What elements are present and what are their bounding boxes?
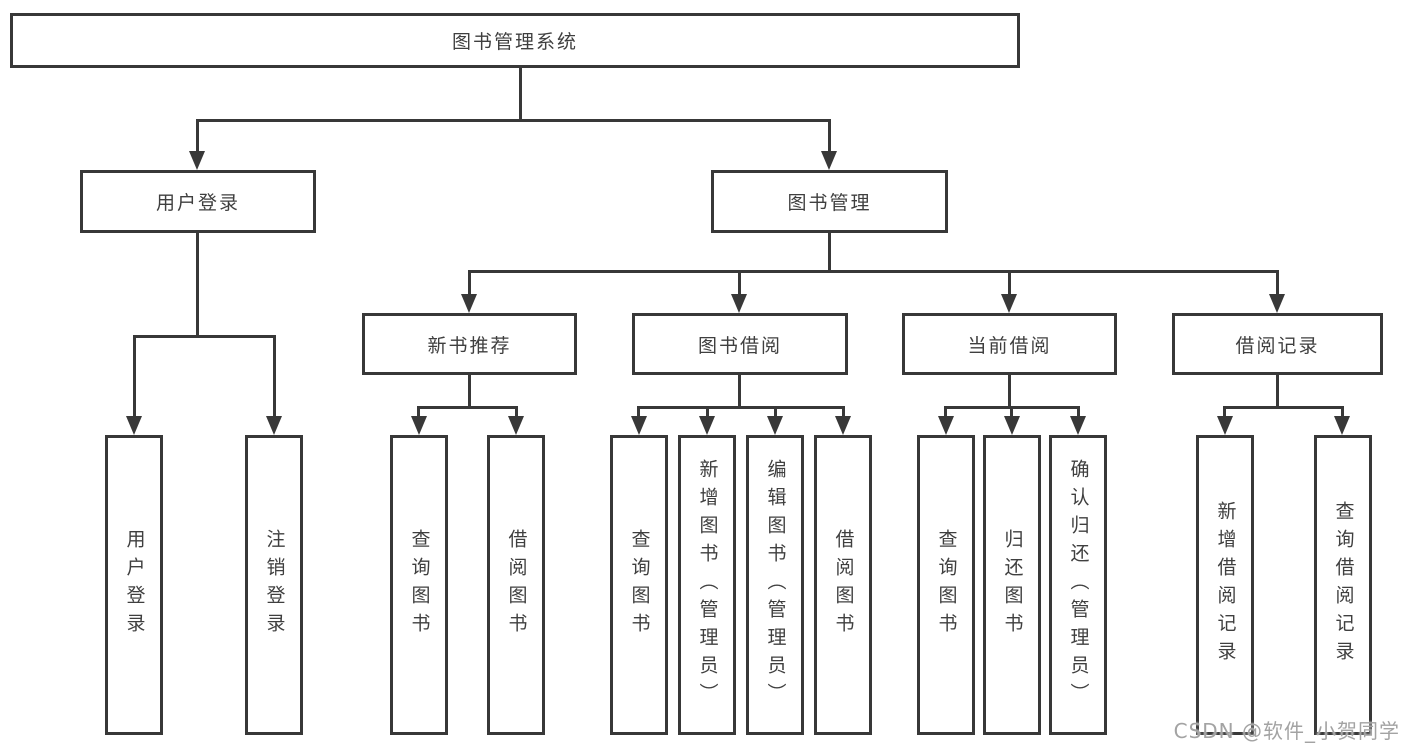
node-label: 用户登录 (123, 529, 146, 641)
node-label: 查询图书 (935, 529, 958, 641)
leaf-query-books-borrowing: 查询图书 (610, 435, 668, 735)
node-label: 新增图书（管理员） (696, 459, 719, 711)
leaf-add-books-admin: 新增图书（管理员） (678, 435, 736, 735)
node-label: 注销登录 (263, 529, 286, 641)
arrowhead-add-record (1217, 416, 1233, 435)
connector-drop-query-record (1341, 406, 1344, 417)
connector-drop-user-login (196, 119, 199, 152)
connector-drop-query2 (637, 406, 640, 417)
connector-drop-query1 (417, 406, 420, 417)
connector-drop-borrow2 (842, 406, 845, 417)
connector-records-bar (1223, 406, 1344, 409)
arrowhead-records (1269, 294, 1285, 313)
node-label: 查询借阅记录 (1332, 501, 1355, 669)
node-label: 查询图书 (408, 529, 431, 641)
node-label: 借阅图书 (832, 529, 855, 641)
node-label: 归还图书 (1001, 529, 1024, 641)
leaf-borrow-books-recommend: 借阅图书 (487, 435, 545, 735)
arrowhead-borrow1 (508, 416, 524, 435)
leaf-query-borrow-record: 查询借阅记录 (1314, 435, 1372, 735)
node-book-management: 图书管理 (711, 170, 948, 233)
node-label: 新书推荐 (427, 334, 512, 357)
arrowhead-leaf-logout (266, 416, 282, 435)
node-label: 图书借阅 (697, 334, 782, 357)
node-label: 用户登录 (155, 192, 240, 214)
connector-drop-leaf-login (133, 335, 136, 416)
node-user-login: 用户登录 (80, 170, 316, 233)
leaf-logout: 注销登录 (245, 435, 303, 735)
node-label: 图书管理系统 (451, 31, 578, 53)
watermark: CSDN @软件_小贺同学 (1173, 719, 1400, 743)
connector-drop-records (1276, 270, 1279, 295)
connector-level3-bar (468, 270, 1279, 273)
arrowhead-query-record (1334, 416, 1350, 435)
arrowhead-edit-book (767, 416, 783, 435)
leaf-query-books-current: 查询图书 (917, 435, 975, 735)
connector-drop-borrow1 (515, 406, 518, 417)
node-borrow-records: 借阅记录 (1172, 313, 1383, 375)
node-label: 确认归还（管理员） (1067, 459, 1090, 711)
connector-drop-add-record (1223, 406, 1226, 417)
connector-root-stem (519, 66, 522, 121)
node-label: 查询图书 (628, 529, 651, 641)
connector-current-stem (1008, 373, 1011, 408)
arrowhead-query3 (938, 416, 954, 435)
connector-user-login-bar (133, 335, 276, 338)
arrowhead-current (1001, 294, 1017, 313)
connector-borrowing-stem (738, 373, 741, 408)
leaf-edit-books-admin: 编辑图书（管理员） (746, 435, 804, 735)
leaf-add-borrow-record: 新增借阅记录 (1196, 435, 1254, 735)
arrowhead-return (1004, 416, 1020, 435)
leaf-query-books-recommend: 查询图书 (390, 435, 448, 735)
leaf-user-login: 用户登录 (105, 435, 163, 735)
connector-drop-current (1008, 270, 1011, 295)
connector-level2-bar (196, 119, 830, 122)
connector-borrowing-bar (637, 406, 845, 409)
arrowhead-borrowing (731, 294, 747, 313)
connector-drop-edit-book (774, 406, 777, 417)
arrowhead-query1 (411, 416, 427, 435)
arrowhead-user-login (189, 151, 205, 170)
arrowhead-confirm-return (1070, 416, 1086, 435)
connector-user-login-stem (196, 231, 199, 337)
leaf-borrow-books-borrowing: 借阅图书 (814, 435, 872, 735)
connector-book-mgmt-stem (828, 231, 831, 272)
arrowhead-borrow2 (835, 416, 851, 435)
node-library-management-system: 图书管理系统 (10, 13, 1020, 68)
connector-drop-query3 (944, 406, 947, 417)
leaf-confirm-return-admin: 确认归还（管理员） (1049, 435, 1107, 735)
arrowhead-add-book (699, 416, 715, 435)
connector-new-rec-stem (468, 373, 471, 408)
connector-drop-leaf-logout (273, 335, 276, 416)
node-current-borrowing: 当前借阅 (902, 313, 1117, 375)
node-new-book-recommend: 新书推荐 (362, 313, 577, 375)
connector-drop-book-management (828, 119, 831, 152)
arrowhead-query2 (631, 416, 647, 435)
node-label: 新增借阅记录 (1214, 501, 1237, 669)
connector-drop-confirm-return (1077, 406, 1080, 417)
connector-records-stem (1276, 373, 1279, 408)
arrowhead-new-rec (461, 294, 477, 313)
connector-drop-borrowing (738, 270, 741, 295)
arrowhead-book-management (821, 151, 837, 170)
connector-drop-return (1010, 406, 1013, 417)
node-book-borrowing: 图书借阅 (632, 313, 848, 375)
connector-new-rec-bar (417, 406, 518, 409)
connector-drop-new-rec (468, 270, 471, 295)
node-label: 当前借阅 (967, 334, 1052, 357)
leaf-return-books: 归还图书 (983, 435, 1041, 735)
connector-drop-add-book (706, 406, 709, 417)
node-label: 图书管理 (787, 192, 872, 214)
arrowhead-leaf-login (126, 416, 142, 435)
node-label: 编辑图书（管理员） (764, 459, 787, 711)
node-label: 借阅图书 (505, 529, 528, 641)
node-label: 借阅记录 (1235, 334, 1320, 357)
